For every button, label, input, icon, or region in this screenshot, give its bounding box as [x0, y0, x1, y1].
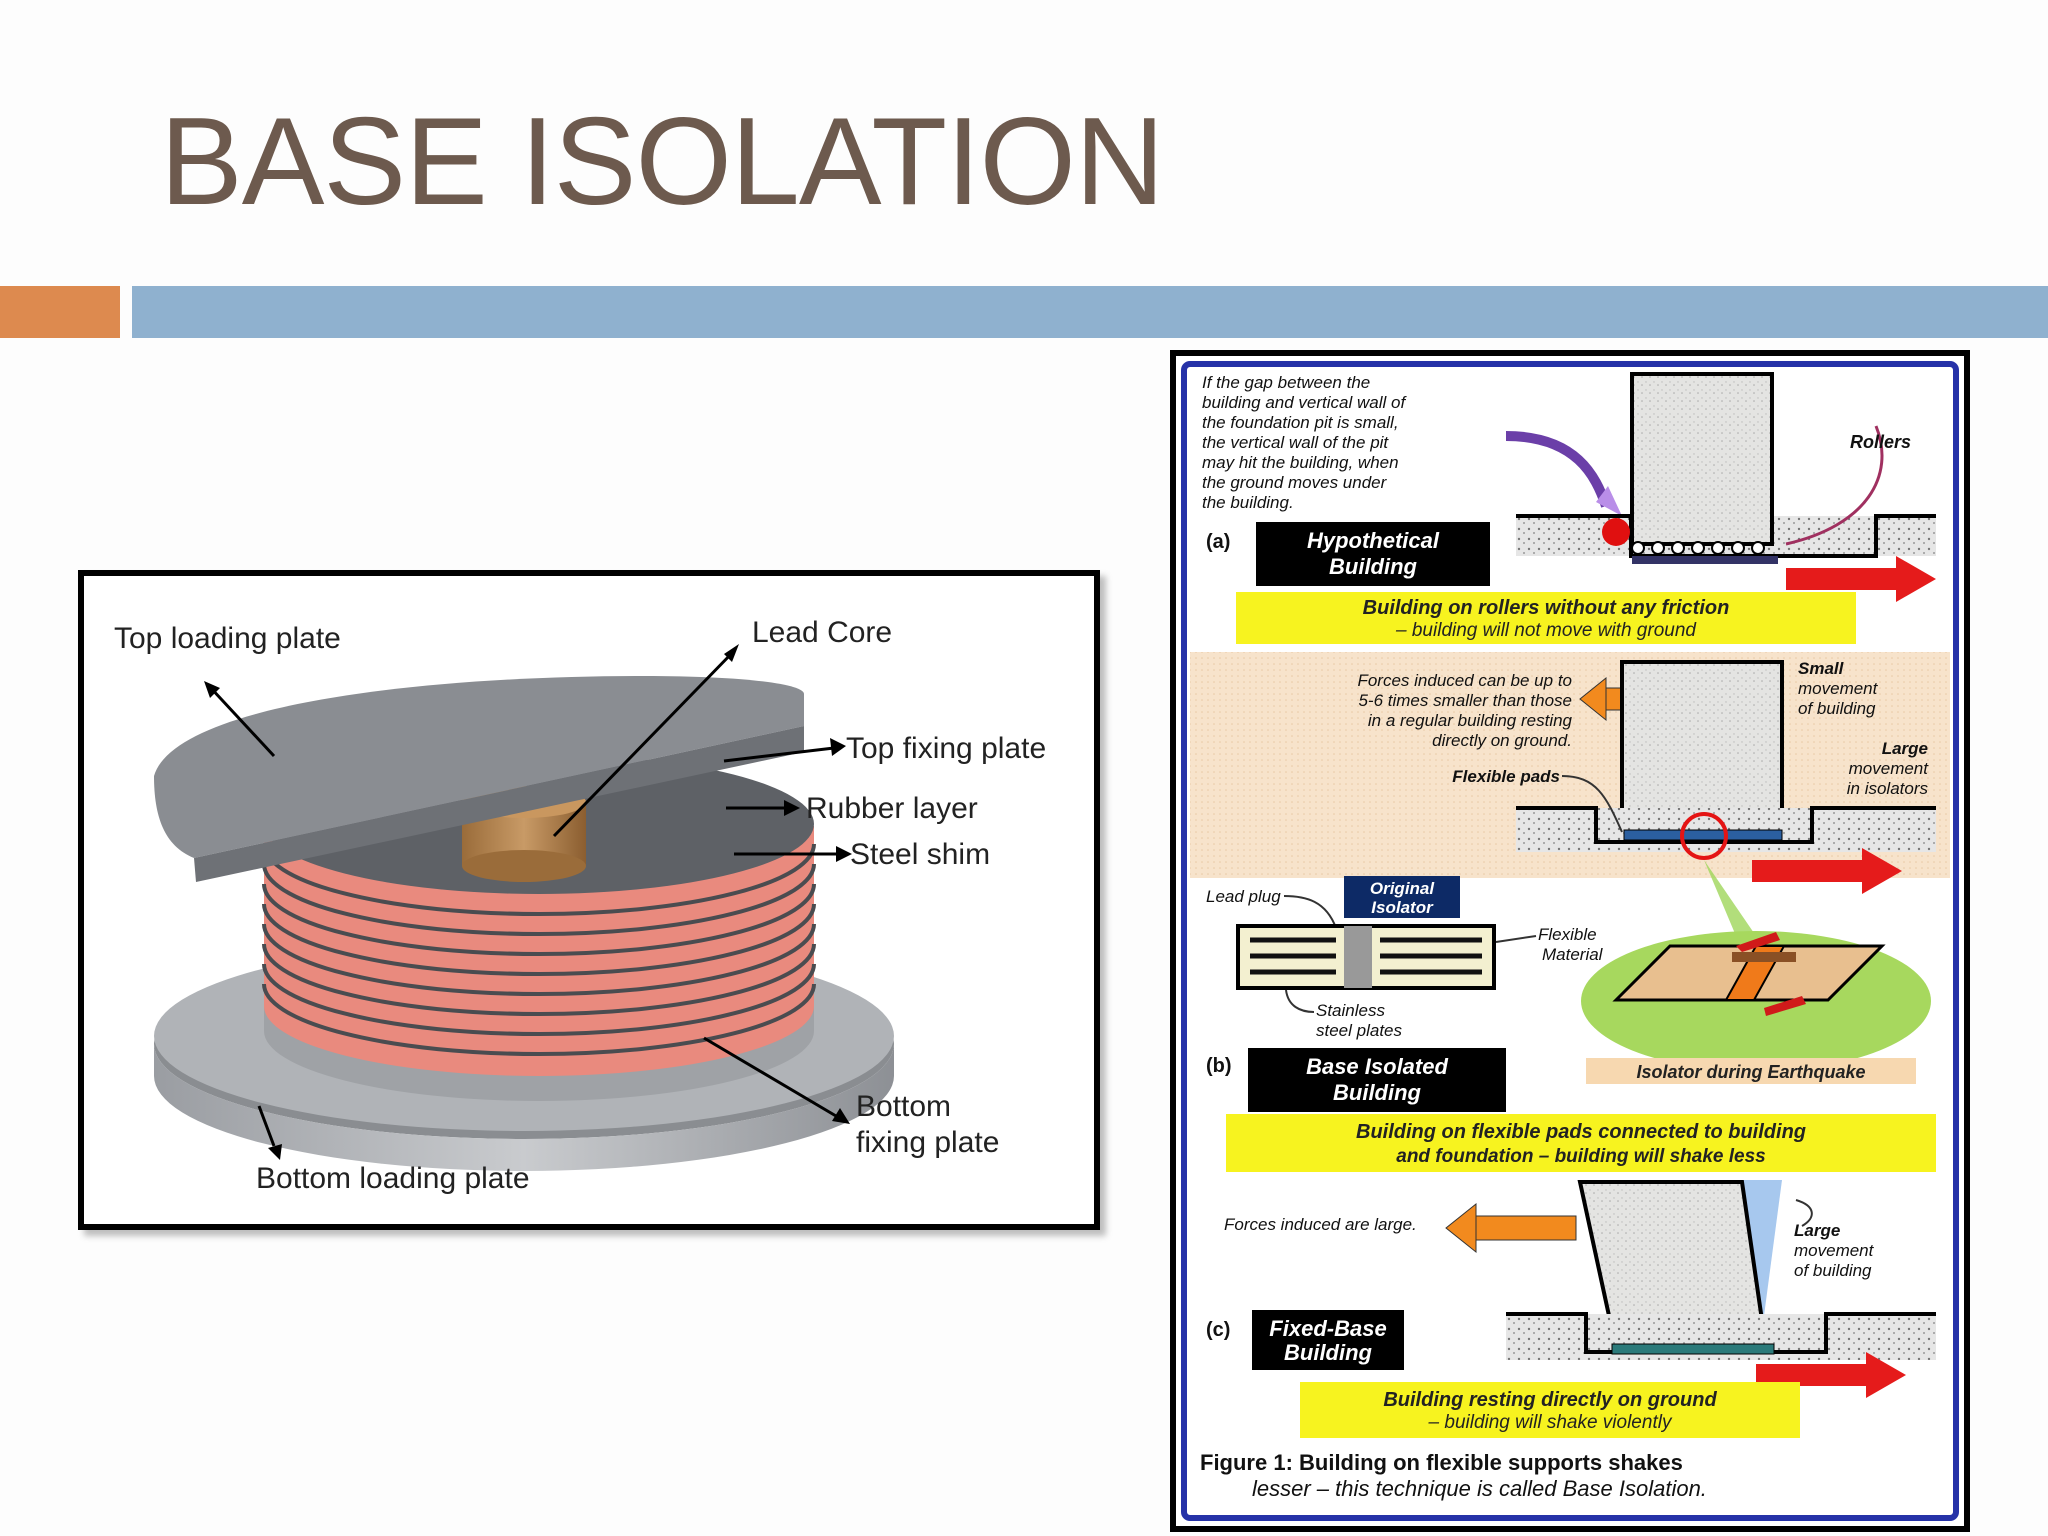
- forces-b-2: 5-6 times smaller than those: [1358, 691, 1572, 710]
- ground-shift-arrow-a: [1786, 556, 1936, 602]
- isolation-diagram: If the gap between the building and vert…: [1181, 361, 1959, 1521]
- figure-footer-1: Figure 1: Building on flexible supports …: [1200, 1450, 1683, 1475]
- label-base-isolated-1: Base Isolated: [1306, 1054, 1448, 1079]
- top-loading-plate: [154, 676, 804, 858]
- label-hypothetical-1: Hypothetical: [1307, 528, 1440, 553]
- isolator-during-earthquake: [1612, 944, 1886, 1002]
- large-move-c-3: of building: [1794, 1261, 1872, 1280]
- large-move-c-2: movement: [1794, 1241, 1875, 1260]
- slide-title: BASE ISOLATION: [160, 93, 1165, 231]
- note-a-2: building and vertical wall of: [1202, 393, 1407, 412]
- large-move-b-1: Large: [1882, 739, 1928, 758]
- large-move-c-1: Large: [1794, 1221, 1840, 1240]
- label-bottom-loading-plate: Bottom loading plate: [256, 1162, 530, 1195]
- panel-a: If the gap between the building and vert…: [1202, 373, 1407, 512]
- steel-shims: [262, 843, 816, 1056]
- label-top-loading-plate: Top loading plate: [114, 622, 341, 655]
- original-isolator: [1236, 924, 1496, 990]
- caption-b-1: Building on flexible pads connected to b…: [1356, 1121, 1806, 1143]
- small-move-2: movement: [1798, 679, 1879, 698]
- impact-arrow: [1505, 431, 1611, 508]
- forces-b-1: Forces induced can be up to: [1357, 671, 1572, 690]
- figure-footer-2: lesser – this technique is called Base I…: [1252, 1476, 1707, 1501]
- force-arrow-c: [1445, 1202, 1577, 1254]
- label-steel-shim: Steel shim: [850, 838, 990, 871]
- label-flex-material-1: Flexible: [1538, 925, 1597, 944]
- caption-a-2: – building will not move with ground: [1395, 620, 1697, 641]
- hypothetical-building: [1630, 372, 1774, 546]
- note-a-4: the vertical wall of the pit: [1202, 433, 1389, 452]
- label-fixed-base-2: Building: [1284, 1340, 1373, 1365]
- small-move-3: of building: [1798, 699, 1876, 718]
- tag-a: (a): [1206, 531, 1230, 553]
- label-base-isolated-2: Building: [1333, 1080, 1422, 1105]
- accent-bar-blue: [132, 286, 2048, 338]
- label-isolator-eq: Isolator during Earthquake: [1636, 1062, 1865, 1082]
- small-move-1: Small: [1798, 659, 1845, 678]
- note-a-1: If the gap between the: [1202, 373, 1370, 392]
- forces-c: Forces induced are large.: [1224, 1215, 1417, 1234]
- forces-b-4: directly on ground.: [1432, 731, 1572, 750]
- note-a-3: the foundation pit is small,: [1202, 413, 1399, 432]
- label-rollers: Rollers: [1850, 432, 1911, 452]
- tag-b: (b): [1206, 1055, 1232, 1077]
- orig-isolator-1: Original: [1370, 879, 1436, 898]
- label-rubber-layer: Rubber layer: [806, 792, 978, 825]
- note-a-7: the building.: [1202, 493, 1294, 512]
- rubber-stack: [264, 826, 814, 1076]
- lead-rubber-bearing-figure: Top loading plate Lead Core Top fixing p…: [78, 570, 1100, 1230]
- caption-a-1: Building on rollers without any friction: [1363, 597, 1730, 619]
- base-isolated-building: [1620, 660, 1784, 830]
- rollers: [1631, 541, 1765, 555]
- large-move-b-2: movement: [1849, 759, 1930, 778]
- orig-isolator-2: Isolator: [1371, 898, 1434, 917]
- label-bottom-fixing-plate-2: fixing plate: [856, 1126, 999, 1159]
- tag-c: (c): [1206, 1319, 1230, 1341]
- label-lead-core: Lead Core: [752, 616, 892, 649]
- ground-shift-arrow-b: [1752, 848, 1902, 894]
- forces-b-3: in a regular building resting: [1368, 711, 1573, 730]
- label-top-fixing-plate: Top fixing plate: [846, 732, 1046, 765]
- accent-bar-orange: [0, 286, 120, 338]
- caption-c-1: Building resting directly on ground: [1383, 1389, 1717, 1411]
- label-stainless-1: Stainless: [1316, 1001, 1385, 1020]
- caption-b-2: and foundation – building will shake les…: [1396, 1146, 1766, 1167]
- label-flex-material-2: Material: [1542, 945, 1604, 964]
- label-hypothetical-2: Building: [1329, 554, 1418, 579]
- label-stainless-2: steel plates: [1316, 1021, 1402, 1040]
- note-a-6: the ground moves under: [1202, 473, 1388, 492]
- ground-shift-arrow-c: [1756, 1352, 1906, 1398]
- label-fixed-base-1: Fixed-Base: [1269, 1316, 1386, 1341]
- isolation-comparison-figure: If the gap between the building and vert…: [1170, 350, 1970, 1532]
- label-bottom-fixing-plate-1: Bottom: [856, 1090, 951, 1123]
- label-lead-plug: Lead plug: [1206, 887, 1281, 906]
- label-flexible-pads: Flexible pads: [1452, 767, 1560, 786]
- bearing-diagram: Top loading plate Lead Core Top fixing p…: [114, 616, 1046, 1195]
- large-move-b-3: in isolators: [1847, 779, 1929, 798]
- note-a-5: may hit the building, when: [1202, 453, 1399, 472]
- caption-c-2: – building will shake violently: [1428, 1412, 1673, 1433]
